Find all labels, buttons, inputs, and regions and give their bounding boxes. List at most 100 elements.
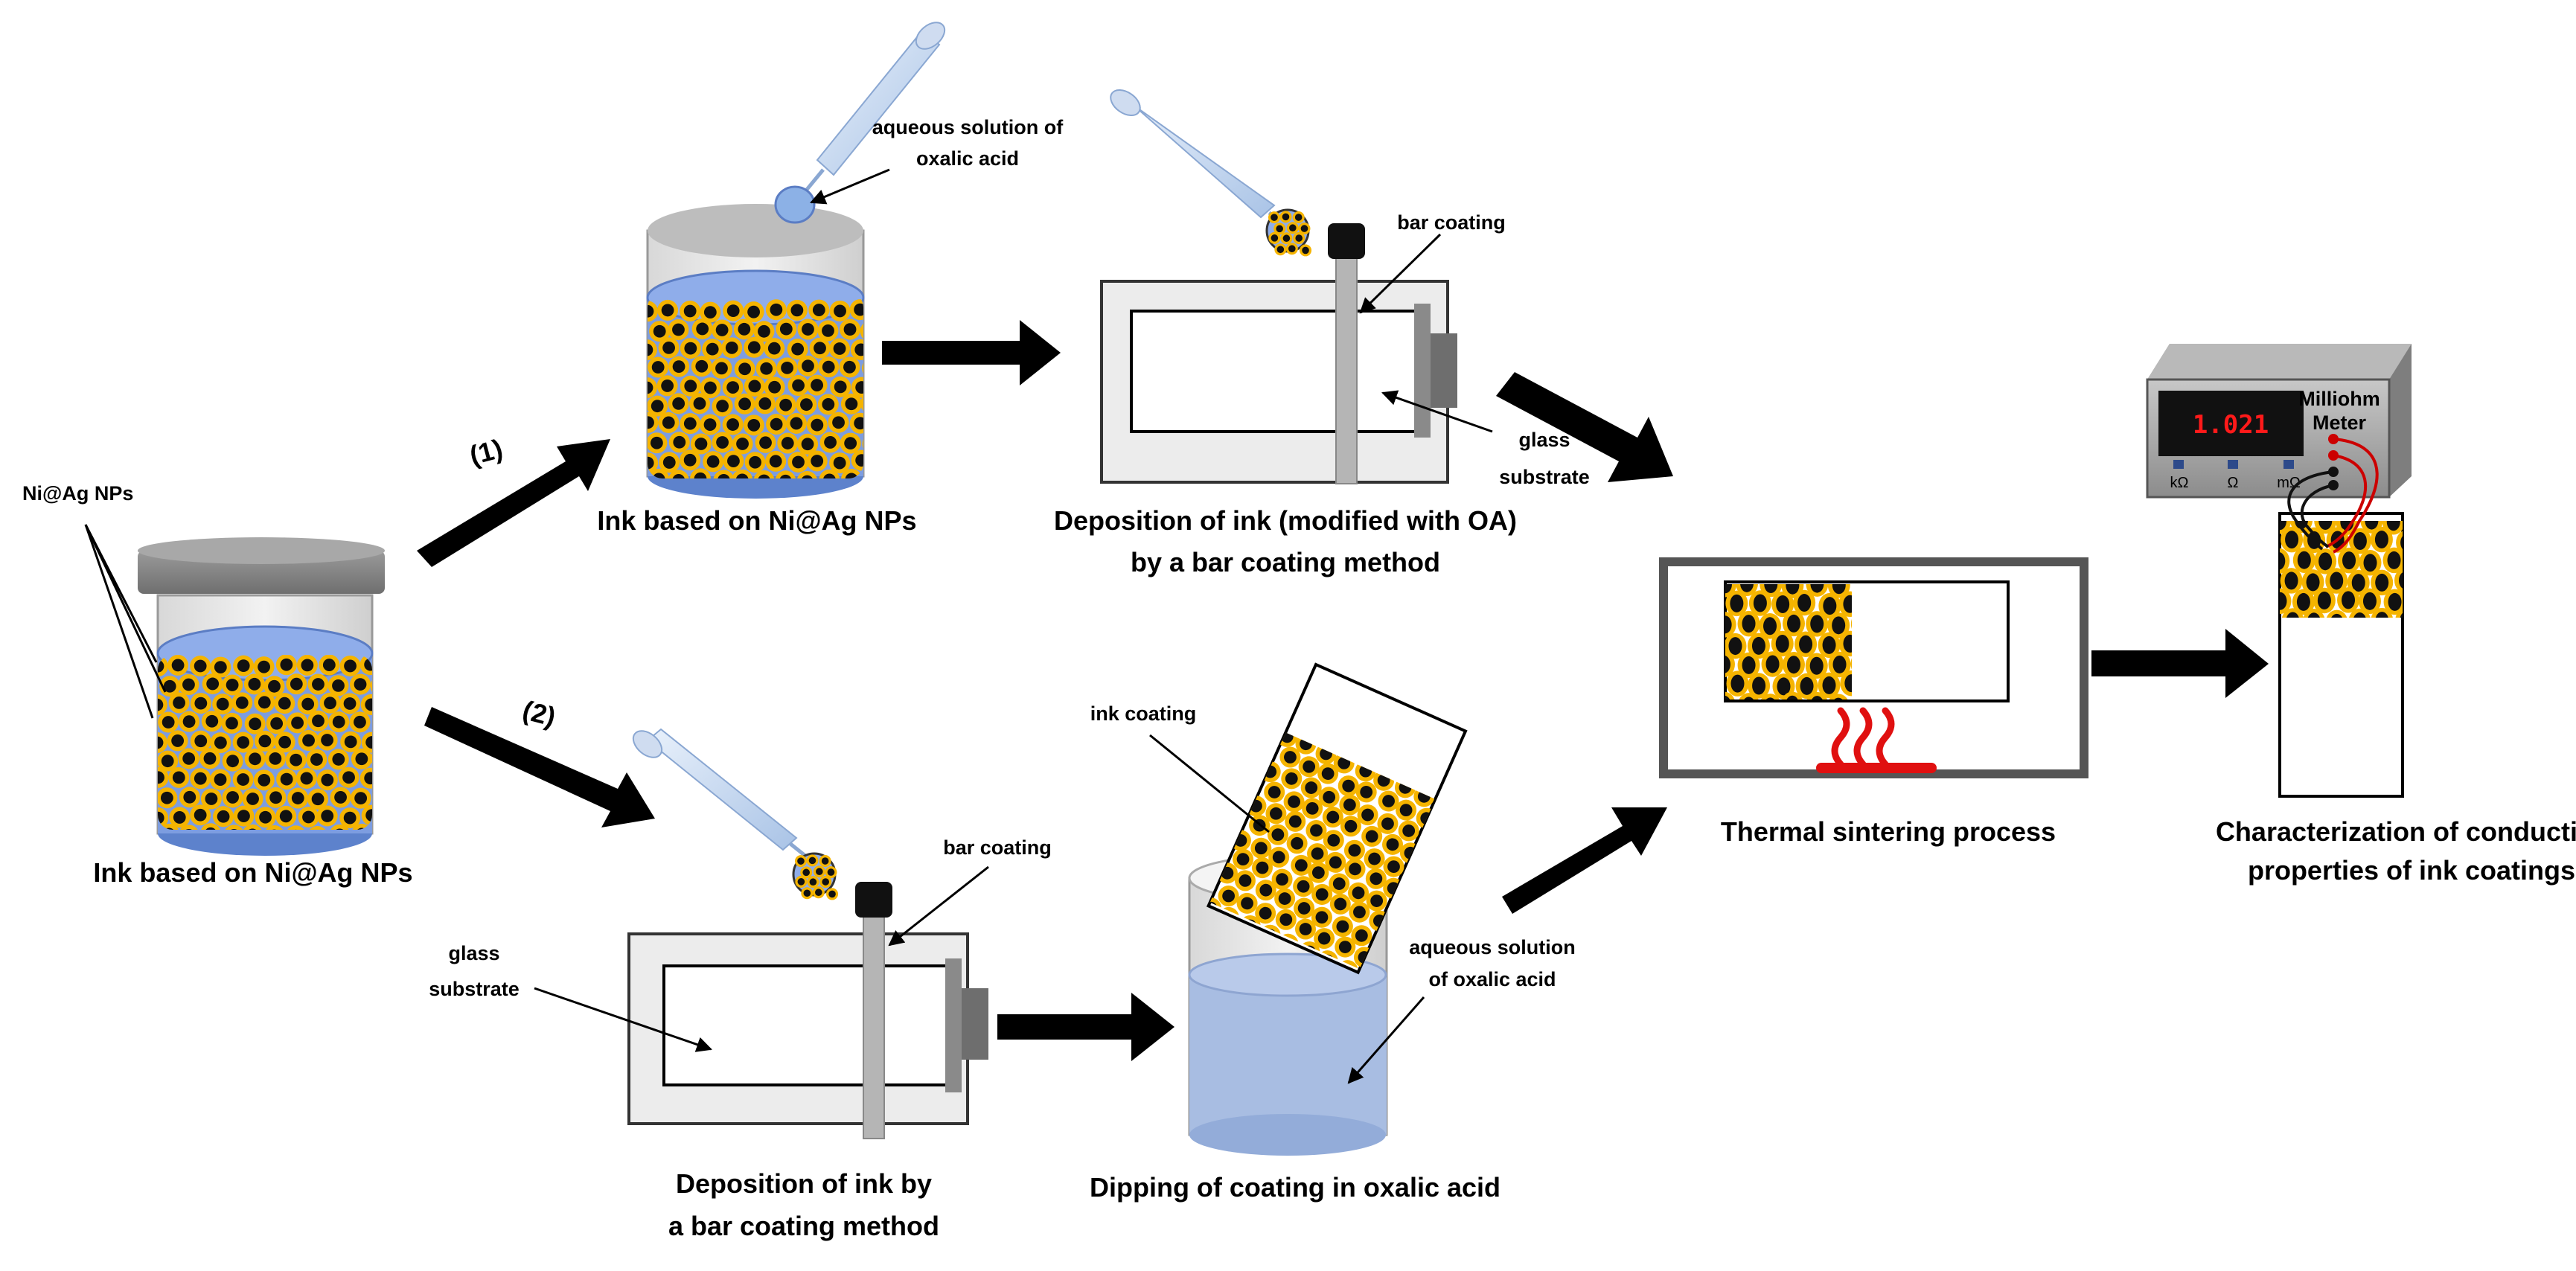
arrow-deposition-to-dipping [997,993,1174,1061]
particle-core [1294,859,1308,872]
particle-shell [158,731,168,753]
particle-core [214,773,227,787]
particle-core [1370,872,1383,886]
particle-shell [775,470,796,478]
sintered-particles [1725,584,1852,699]
particle-core [302,734,315,747]
particle-core [216,697,229,711]
arrow-thermal-to-characterization [2091,629,2269,698]
particle-core [683,453,697,467]
particle-shell [689,468,711,478]
particle-core [845,397,858,411]
particle-core [1800,676,1814,695]
particle-core [695,359,709,373]
particle-core [161,755,174,768]
particle-core [2280,552,2286,570]
particle-core [302,810,315,824]
particle-core [736,438,749,450]
particle-core [1343,798,1356,812]
particle-core [226,791,239,804]
particle-core [802,323,814,336]
particle-core [280,772,293,786]
particle-core [1268,786,1281,798]
particle-core [1299,923,1312,935]
meter-reading: 1.021 [2193,410,2269,440]
particle-core [334,791,347,804]
particle-core [662,342,675,354]
particle-core [1334,897,1347,911]
particle-core [160,791,173,804]
particle-core [2374,531,2388,549]
particle-core [1355,929,1368,942]
bar-coater-top [1335,245,1358,484]
particle-core [792,455,805,469]
particle-shell [158,656,168,677]
particle-core [2284,572,2298,590]
dipping-caption: Dipping of coating in oxalic acid [1090,1172,1500,1203]
particle-core [1387,860,1400,873]
particle-core [801,475,814,478]
particle-core [1276,873,1288,886]
particle-core [1332,877,1346,890]
particle-shell [860,321,863,342]
particle-core [321,810,334,822]
particle-core [834,380,847,394]
particle-shell [329,824,351,830]
particle-core [855,381,863,394]
particle-core [822,878,830,886]
particle-core [683,304,697,318]
particle-core [2307,612,2320,618]
particle-core [1269,807,1282,820]
particle-core [1725,696,1730,699]
glass-top-label-2: substrate [1499,466,1590,488]
route-2-label: (2) [520,694,559,732]
ni-ag-pointer-3 [84,524,154,719]
particle-core [203,752,217,765]
particle-core [171,659,185,672]
particle-core [716,436,729,449]
particle-core [833,456,846,470]
particle-core [662,456,676,469]
particle-core [715,324,729,336]
particle-core [1288,795,1300,808]
particle-core [301,659,314,672]
particle-core [749,455,761,469]
particle-core [364,658,372,671]
particle-core [822,398,835,411]
thermal-caption: Thermal sintering process [1721,816,2056,847]
particle-core [816,868,823,876]
particle-core [2306,573,2320,592]
particle-core [1728,637,1742,656]
particle-core [173,811,186,824]
particle-core [1303,760,1316,773]
particle-core [311,793,325,806]
particle-core [1323,790,1336,804]
particle-core [278,735,292,749]
particle-core [343,697,357,710]
particle-core [205,714,219,728]
particle-core [1348,844,1361,857]
particle-core [2353,612,2366,618]
particle-core [801,438,814,451]
particle-core [377,793,389,805]
particle-core [2363,554,2377,572]
particle-core [2386,521,2400,531]
particle-core [683,417,697,430]
particle-core [1282,213,1290,221]
particle-core [791,342,805,356]
particle-core [301,697,315,711]
meter-name-2: Meter [2313,412,2367,434]
particle-core [2317,591,2331,609]
milliohm-meter: 1.021 Milliohm Meter kΩ Ω mΩ [2146,344,2412,499]
particle-core [278,697,291,710]
particle-core [1725,584,1732,594]
particle-core [1809,656,1824,675]
glass-bottom-label-2: substrate [429,978,520,1000]
particle-core [797,878,805,886]
particle-core [1744,697,1754,699]
particle-shell [819,469,840,478]
particle-core [653,324,666,338]
particle-core [1764,584,1778,594]
particle-core [759,436,772,449]
particle-shell [1739,693,1759,699]
